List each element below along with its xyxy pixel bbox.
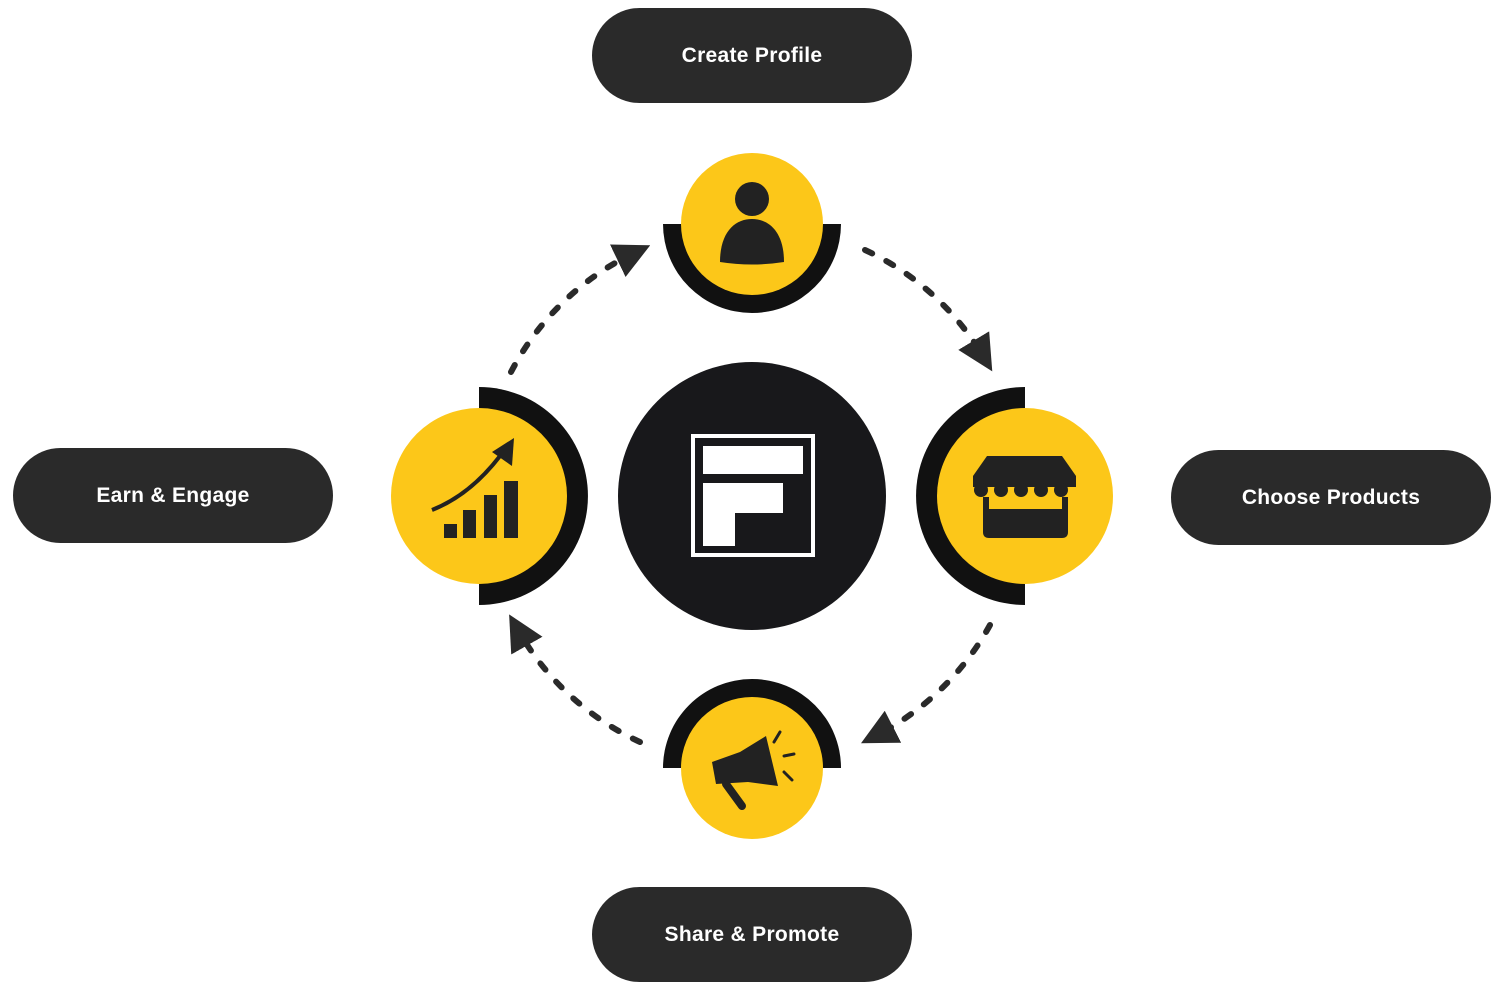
growth-chart-icon xyxy=(431,438,518,538)
center-hub xyxy=(618,362,886,630)
node-earn-engage xyxy=(391,387,588,605)
create-profile-button[interactable]: Create Profile xyxy=(592,8,912,103)
node-share-promote xyxy=(663,679,841,839)
megaphone-icon xyxy=(712,730,796,810)
arrow-products-to-share xyxy=(861,622,993,744)
arrow-share-to-earn xyxy=(509,614,643,745)
earn-engage-button[interactable]: Earn & Engage xyxy=(13,448,333,543)
arrow-earn-to-profile xyxy=(508,244,651,375)
node-choose-products xyxy=(916,387,1113,605)
arrow-profile-to-products xyxy=(862,247,993,372)
store-icon xyxy=(973,456,1076,538)
share-promote-button[interactable]: Share & Promote xyxy=(592,887,912,982)
choose-products-button[interactable]: Choose Products xyxy=(1171,450,1491,545)
brand-logo-icon xyxy=(691,434,815,557)
node-create-profile xyxy=(663,153,841,313)
person-icon xyxy=(720,182,784,265)
